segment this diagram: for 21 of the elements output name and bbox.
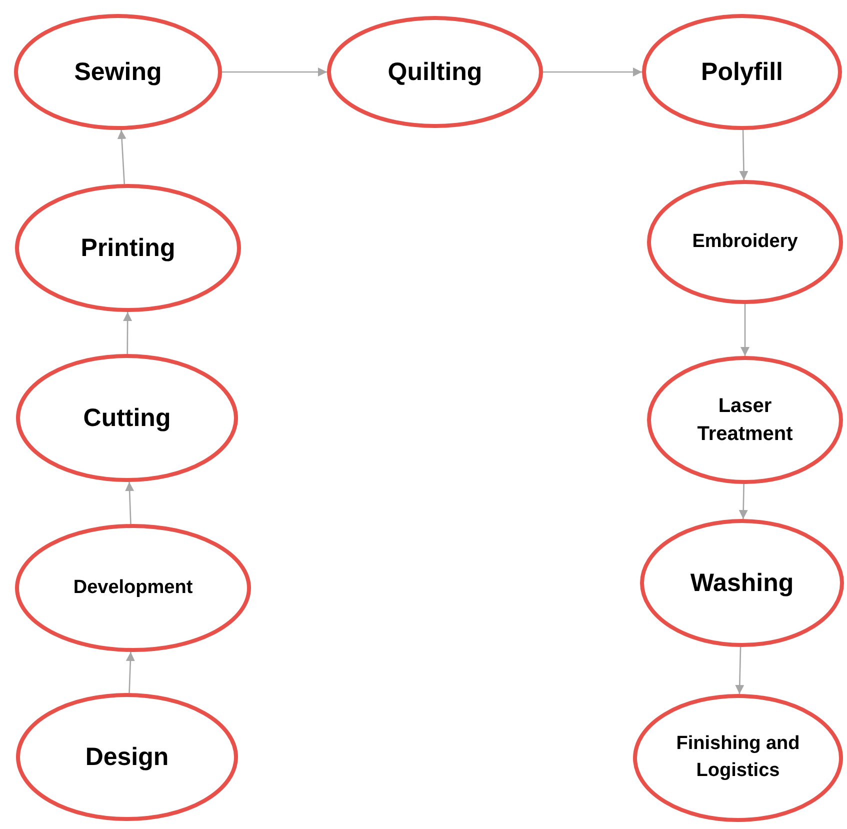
arrow <box>739 130 748 180</box>
step-label: Printing <box>80 232 176 264</box>
step-label: Development <box>73 576 193 600</box>
arrow <box>125 482 134 524</box>
arrow <box>126 652 135 694</box>
step-label: Polyfill <box>701 56 783 88</box>
step-label: Embroidery <box>692 230 798 254</box>
arrow <box>735 646 744 694</box>
arrow <box>740 304 750 356</box>
step-label: Finishing and Logistics <box>675 732 801 783</box>
arrow <box>222 68 327 76</box>
step-label: Sewing <box>74 56 162 88</box>
step-label: Quilting <box>388 56 482 88</box>
step-label: Cutting <box>83 402 171 434</box>
arrow <box>543 68 642 76</box>
step-label: Laser Treatment <box>696 394 794 447</box>
step-label: Washing <box>690 568 794 598</box>
arrow <box>117 130 126 184</box>
arrow <box>123 312 132 354</box>
step-label: Design <box>85 742 169 772</box>
arrow <box>738 484 748 520</box>
